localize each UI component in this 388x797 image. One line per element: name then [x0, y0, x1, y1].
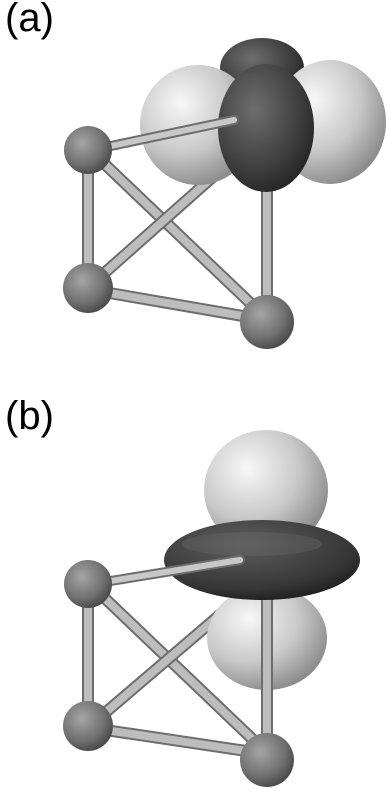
panel-b-orbital-upper [204, 430, 328, 550]
panel-a-orbital [140, 38, 386, 192]
atom [63, 701, 113, 751]
light-lobe-top [204, 430, 328, 550]
atom [240, 733, 294, 787]
panel-b-label: (b) [5, 394, 54, 438]
panel-b: (b) [0, 394, 388, 796]
atom [64, 126, 112, 174]
bond [88, 724, 270, 758]
bond [88, 171, 219, 288]
dark-lobe-front [218, 64, 314, 192]
panel-a: (a) [0, 0, 388, 398]
panel-b-torus [164, 520, 360, 600]
bond [89, 557, 243, 587]
panel-b-bond-front [87, 555, 245, 589]
bond [89, 117, 237, 153]
bond [88, 148, 272, 324]
atom [64, 560, 112, 608]
panel-a-atoms [63, 126, 294, 349]
atom [63, 263, 113, 313]
panel-b-atoms [63, 560, 294, 787]
bond [88, 582, 272, 758]
bond [88, 286, 270, 324]
atom [240, 295, 294, 349]
panel-b-diagram [63, 430, 360, 787]
bond [88, 609, 226, 728]
panel-a-diagram [63, 38, 386, 349]
torus-highlight [182, 532, 322, 556]
dark-torus [164, 520, 360, 600]
panel-a-bond-front [87, 115, 239, 155]
panel-a-label: (a) [5, 0, 54, 40]
